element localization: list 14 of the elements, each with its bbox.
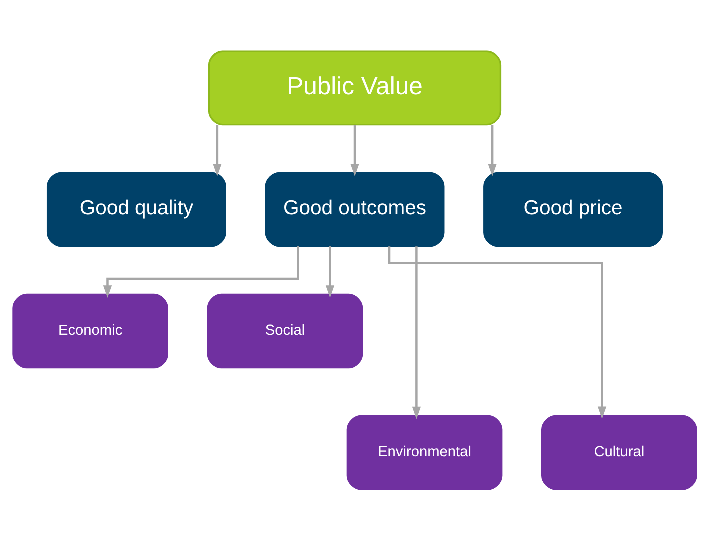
- node-box: Good price: [483, 172, 663, 248]
- node-box: Good outcomes: [264, 172, 444, 248]
- arrow: [412, 246, 421, 420]
- node-box: Environmental: [346, 415, 502, 490]
- node-box: Social: [206, 294, 363, 369]
- node-box: Economic: [12, 294, 168, 369]
- arrow: [325, 246, 334, 298]
- node-box: Public Value: [208, 50, 502, 126]
- arrow: [102, 246, 299, 298]
- node-box: Cultural: [541, 415, 697, 490]
- arrow: [488, 125, 496, 176]
- node-box: Good quality: [46, 172, 226, 248]
- arrow: [212, 125, 222, 176]
- arrow: [350, 125, 359, 176]
